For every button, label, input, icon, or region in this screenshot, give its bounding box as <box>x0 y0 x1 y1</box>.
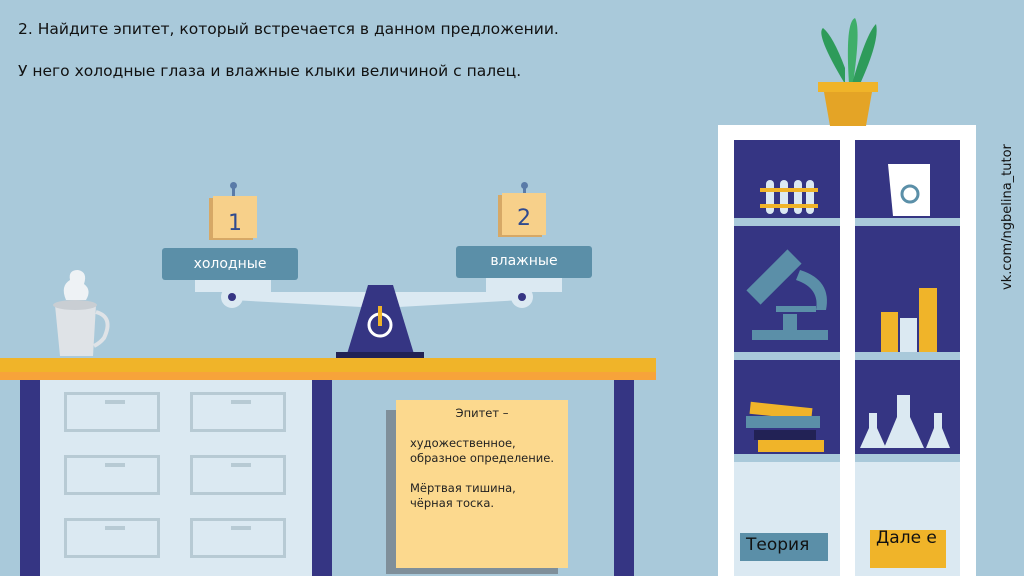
drawer <box>190 455 286 495</box>
next-button[interactable]: Дале е <box>870 530 946 568</box>
pin-icon <box>230 182 237 198</box>
plant <box>818 18 878 126</box>
books <box>746 401 824 452</box>
scale-left-plate <box>195 278 271 292</box>
test-tubes <box>760 180 818 214</box>
question-sentence: У него холодные глаза и влажные клыки ве… <box>18 62 522 80</box>
question-title: 2. Найдите эпитет, который встречается в… <box>18 20 559 38</box>
option-2-number: 2 <box>502 193 546 235</box>
drawer <box>64 518 160 558</box>
microscope <box>746 249 828 340</box>
option-2-button[interactable]: влажные <box>456 246 592 278</box>
drawer <box>64 392 160 432</box>
definition-note: Эпитет – художественное, образное опреде… <box>396 400 568 568</box>
drawer <box>190 392 286 432</box>
option-1-button[interactable]: холодные <box>162 248 298 280</box>
drawer <box>190 518 286 558</box>
option-1-number: 1 <box>213 196 257 238</box>
definition-body: художественное, образное определение. <box>410 436 554 465</box>
definition-heading: Эпитет – <box>455 406 509 420</box>
option-2-label: влажные <box>490 253 558 269</box>
option-1-label: холодные <box>193 256 267 272</box>
beaker <box>888 164 930 216</box>
pitcher <box>55 305 96 356</box>
flasks <box>860 395 950 448</box>
definition-example: Мёртвая тишина, чёрная тоска. <box>410 481 516 510</box>
shelf-bars <box>881 288 937 352</box>
next-button-label: Дале е <box>876 528 937 548</box>
drawer <box>64 455 160 495</box>
scale-right-plate <box>486 278 562 292</box>
theory-button-label: Теория <box>746 535 810 555</box>
theory-button[interactable]: Теория <box>740 533 828 561</box>
pin-icon <box>521 182 528 198</box>
